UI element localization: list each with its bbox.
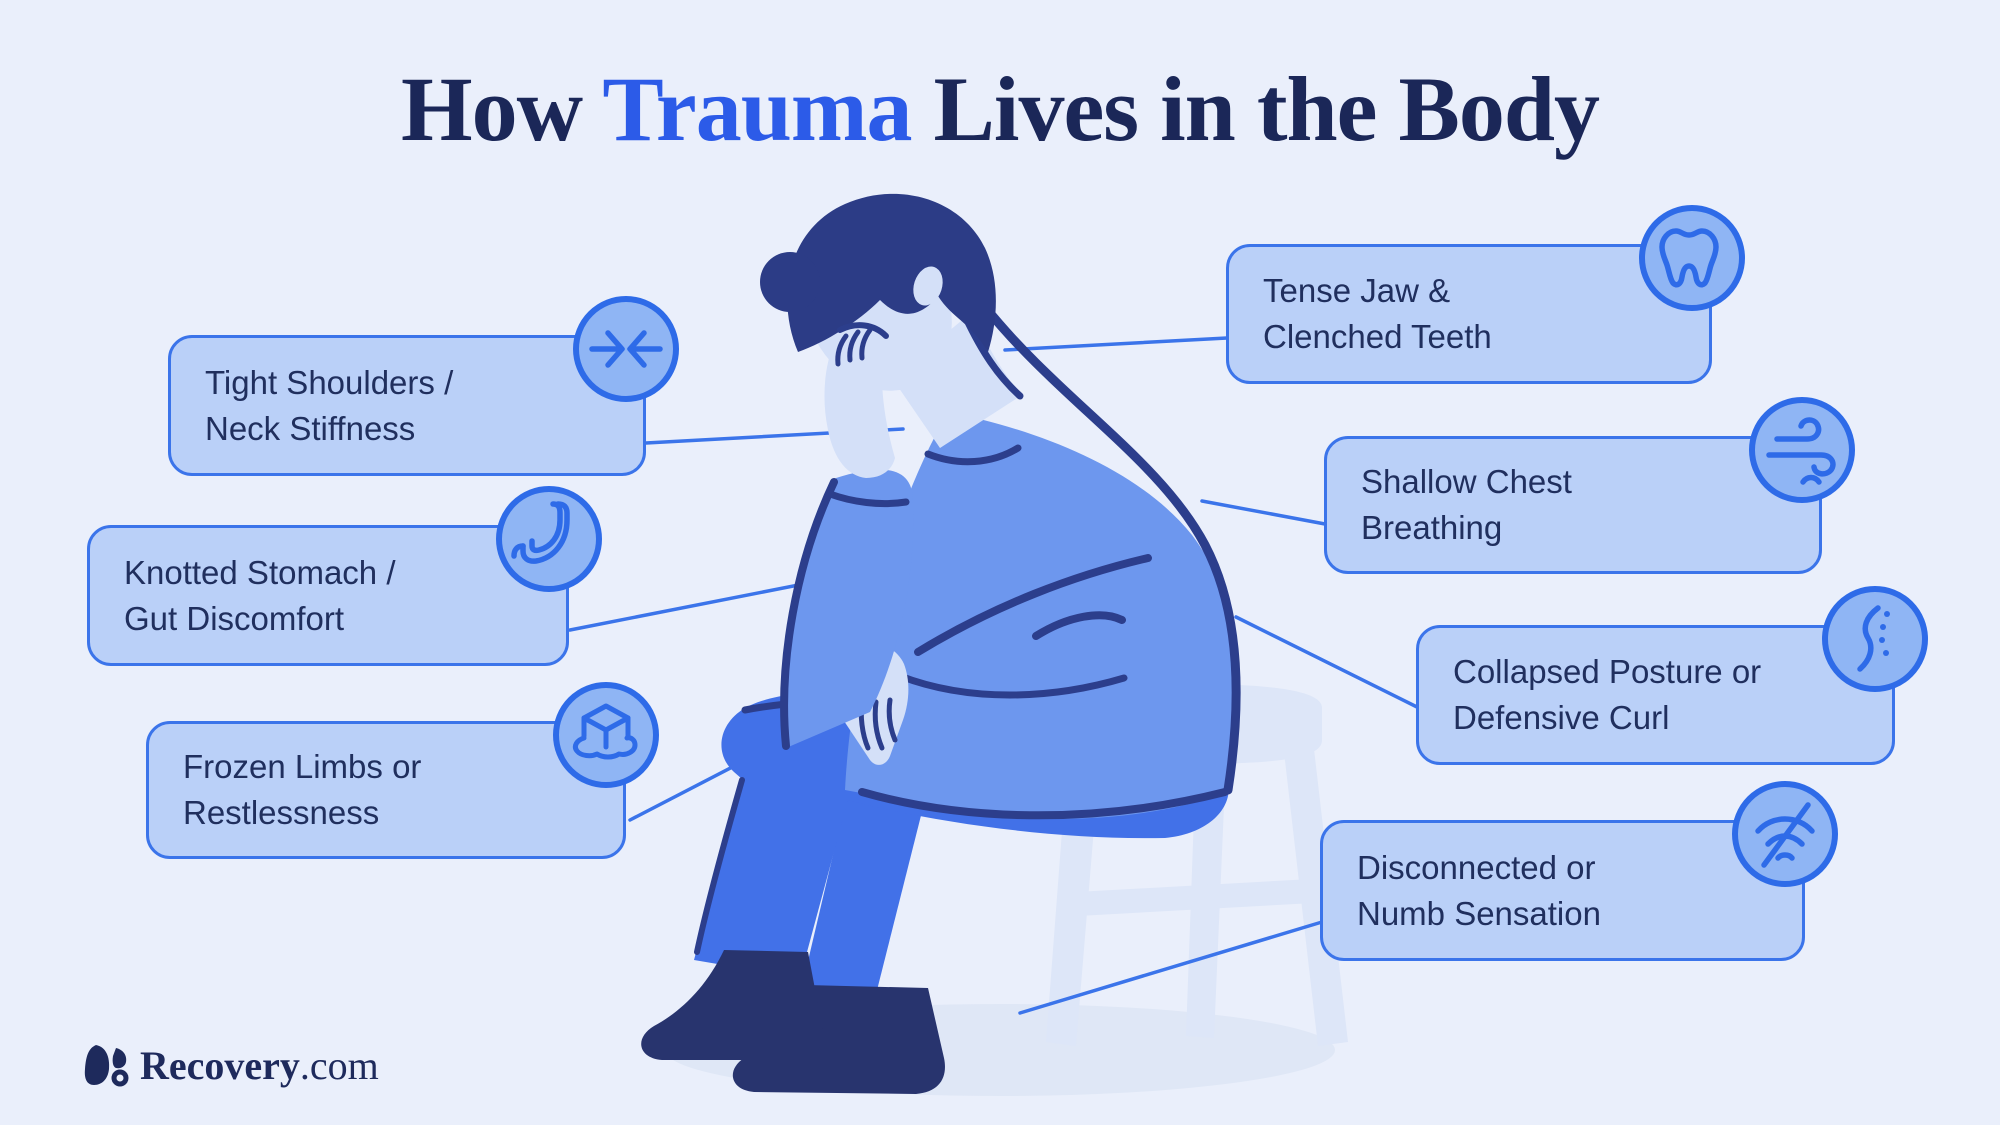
title-suffix: Lives in the Body <box>911 58 1600 160</box>
page-title: How Trauma Lives in the Body <box>0 56 2000 162</box>
person-hair-bun <box>760 252 820 312</box>
callout-label-line2: Neck Stiffness <box>205 409 416 447</box>
tooth-icon <box>1639 205 1745 311</box>
recovery-logo-mark-icon <box>84 1044 129 1086</box>
recovery-logo-text: Recovery.com <box>140 1042 379 1089</box>
numb-signal-off-icon <box>1732 781 1838 887</box>
stomach-icon <box>496 486 602 592</box>
callout-tense-jaw: Tense Jaw & Clenched Teeth <box>1226 205 1745 384</box>
callout-label-line1: Collapsed Posture or <box>1453 653 1762 691</box>
callout-label-line2: Restlessness <box>183 794 380 831</box>
melting-ice-cube-icon <box>553 682 659 788</box>
person-far-shoe <box>732 985 945 1094</box>
callout-label-line1: Knotted Stomach / <box>124 553 396 591</box>
compress-icon <box>573 296 679 402</box>
callout-shallow-chest: Shallow Chest Breathing <box>1324 397 1855 574</box>
callout-disconnected-numb: Disconnected or Numb Sensation <box>1320 781 1838 961</box>
wind-icon <box>1749 397 1855 503</box>
connector-disconnected <box>1018 920 1324 1015</box>
callout-label-line1: Frozen Limbs or <box>183 748 422 786</box>
callout-label-line2: Gut Discomfort <box>124 599 345 637</box>
person-raised-arm <box>783 469 914 748</box>
callout-frozen-limbs: Frozen Limbs or Restlessness <box>146 682 659 859</box>
callout-knotted-stomach: Knotted Stomach / Gut Discomfort <box>87 486 602 666</box>
recovery-logo: Recovery.com <box>82 1042 379 1089</box>
logo-domain: .com <box>299 1043 379 1088</box>
callout-label-line1: Shallow Chest <box>1361 463 1572 501</box>
person-neck <box>892 312 1022 448</box>
callout-collapsed-posture: Collapsed Posture or Defensive Curl <box>1416 586 1928 765</box>
title-highlight: Trauma <box>602 58 912 160</box>
callout-tight-shoulders: Tight Shoulders / Neck Stiffness <box>168 296 679 476</box>
callout-label-line2: Clenched Teeth <box>1263 318 1492 355</box>
connector-tense-jaw <box>1003 336 1229 352</box>
logo-brand: Recovery <box>140 1043 300 1088</box>
callout-label-line2: Numb Sensation <box>1357 894 1601 932</box>
callout-label-line1: Disconnected or <box>1357 848 1596 886</box>
callout-label-line1: Tight Shoulders / <box>205 363 454 401</box>
spine-icon <box>1822 586 1928 692</box>
person-hand-on-face <box>824 327 895 478</box>
callout-label-line2: Breathing <box>1361 509 1503 546</box>
callout-label-line1: Tense Jaw & <box>1263 272 1451 310</box>
person-ear <box>913 266 943 306</box>
title-prefix: How <box>401 58 603 160</box>
connector-shallow-chest <box>1200 499 1327 526</box>
person-torso <box>845 412 1237 819</box>
person-hair <box>787 193 996 352</box>
person-near-shoe <box>641 950 823 1060</box>
person-illustration <box>641 193 1241 1094</box>
callout-label-line2: Defensive Curl <box>1453 699 1670 736</box>
connector-collapsed-posture <box>1234 615 1419 709</box>
